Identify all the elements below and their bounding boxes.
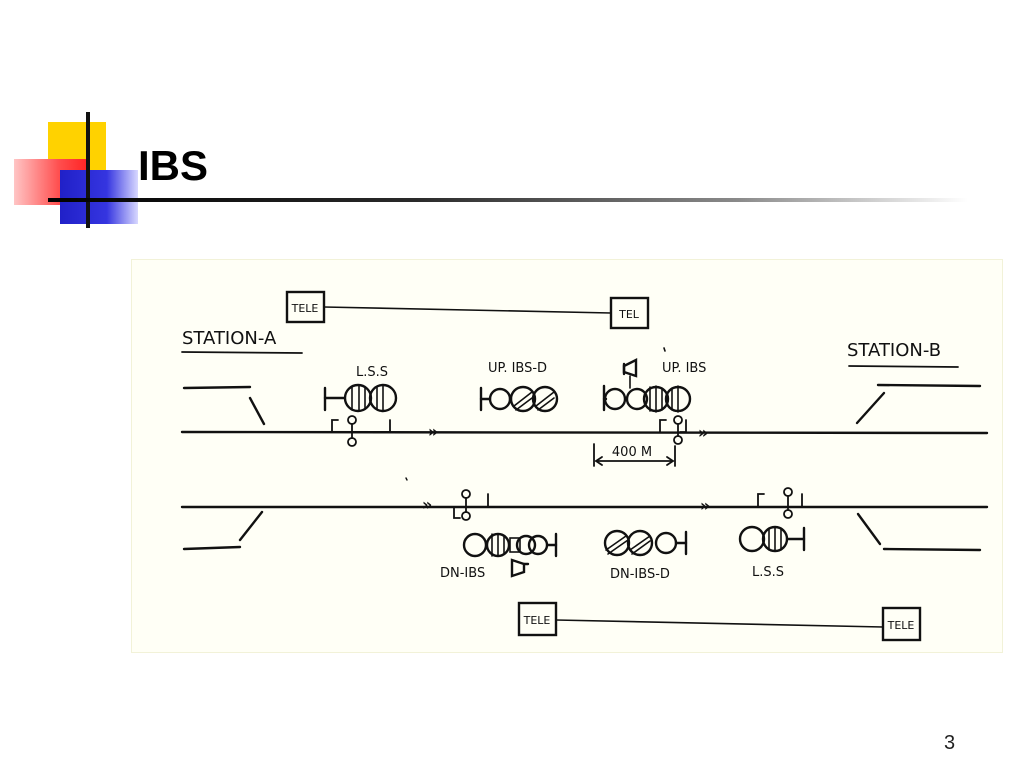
dn-ibs-lamp-3 [515,534,537,556]
station-b-loop-dn [882,547,982,552]
station-b-crossover-up [855,391,886,425]
dn-lss-signal: L.S.S [738,525,806,580]
up-ibs-signal: UP. IBS [602,347,706,413]
up-ibs-lamp-1 [603,387,627,411]
dn-ibs-d-lamp-3 [654,531,678,555]
slide-logo [0,0,140,240]
ibs-diagram-svg: TELE TEL TELE TELE STATION-A STATION-B [180,290,989,642]
tele-box-bottom-left-label: TELE [523,614,551,627]
tele-box-top-left-label: TELE [291,302,319,315]
up-ibs-horn-icon [622,358,638,378]
up-ibs-d-signal: UP. IBS-D [479,361,559,413]
up-ibs-d-lamp-1 [488,387,512,411]
up-lss-signal: L.S.S [323,365,398,413]
logo-vertical-line [86,112,90,228]
station-b-loop-up [876,383,982,388]
station-a-crossover-dn [238,510,264,542]
up-insulated-joint-b: » [698,423,708,442]
dn-lss-label: L.S.S [752,565,784,580]
up-ibs-lamp-2 [625,387,649,411]
dn-ibs-lamp-4 [527,534,549,556]
dn-ibs-label: DN-IBS [440,566,485,581]
tele-cable-bottom [555,619,884,628]
station-a-label: STATION-A [182,328,277,349]
dn-lss-lamp-1 [738,525,766,553]
up-main-line [180,430,989,435]
dn-lss-track-circuit [757,487,803,519]
up-lss-track-circuit [331,415,391,447]
station-b-underline [848,365,959,368]
up-ibs-label: UP. IBS [662,361,706,376]
station-a-loop-dn [182,545,242,551]
title-underline [48,198,968,202]
distance-label: 400 M [612,445,652,460]
station-a-underline [181,351,303,354]
tele-box-bottom-left [517,601,558,637]
logo-blue-square [60,170,138,224]
slide-title: IBS [138,142,209,189]
station-b-crossover-dn [856,512,882,546]
tele-box-bottom-right-label: TELE [887,619,915,632]
up-lss-label: L.S.S [356,365,388,380]
dn-ibs-lamp-1 [462,532,488,558]
dn-ibs-d-lamp-2 [626,529,654,557]
dn-ibs-d-signal: DN-IBS-D [603,529,688,582]
stray-mark [405,477,408,481]
up-ibs-track-circuit [659,415,687,445]
dn-insulated-joint-a: » [422,495,432,514]
up-ibs-d-lamp-3 [531,385,559,413]
page-number: 3 [944,732,956,754]
dn-ibs-signal: DN-IBS [440,532,558,581]
distance-dimension: 400 M [593,443,676,467]
station-a-crossover-up [248,396,266,426]
tele-box-bottom-right [881,606,922,642]
tele-cable-top [323,306,612,314]
dn-ibs-d-label: DN-IBS-D [610,567,670,582]
station-a-loop-up [182,385,252,390]
dn-ibs-horn-icon [510,558,526,578]
dn-insulated-joint-b: » [700,496,710,515]
up-insulated-joint-a: » [428,422,438,441]
tele-box-top-right-label: TEL [618,308,640,321]
dn-ibs-track-circuit [453,489,495,521]
up-ibs-d-label: UP. IBS-D [488,361,547,376]
ibs-diagram: TELE TEL TELE TELE STATION-A STATION-B [131,259,1003,653]
tele-link-bottom: TELE TELE [517,601,922,642]
up-track [180,430,989,435]
tele-link-top: TELE TEL [285,290,650,330]
up-lss-lamp-1 [343,383,373,413]
station-b-label: STATION-B [847,340,941,361]
